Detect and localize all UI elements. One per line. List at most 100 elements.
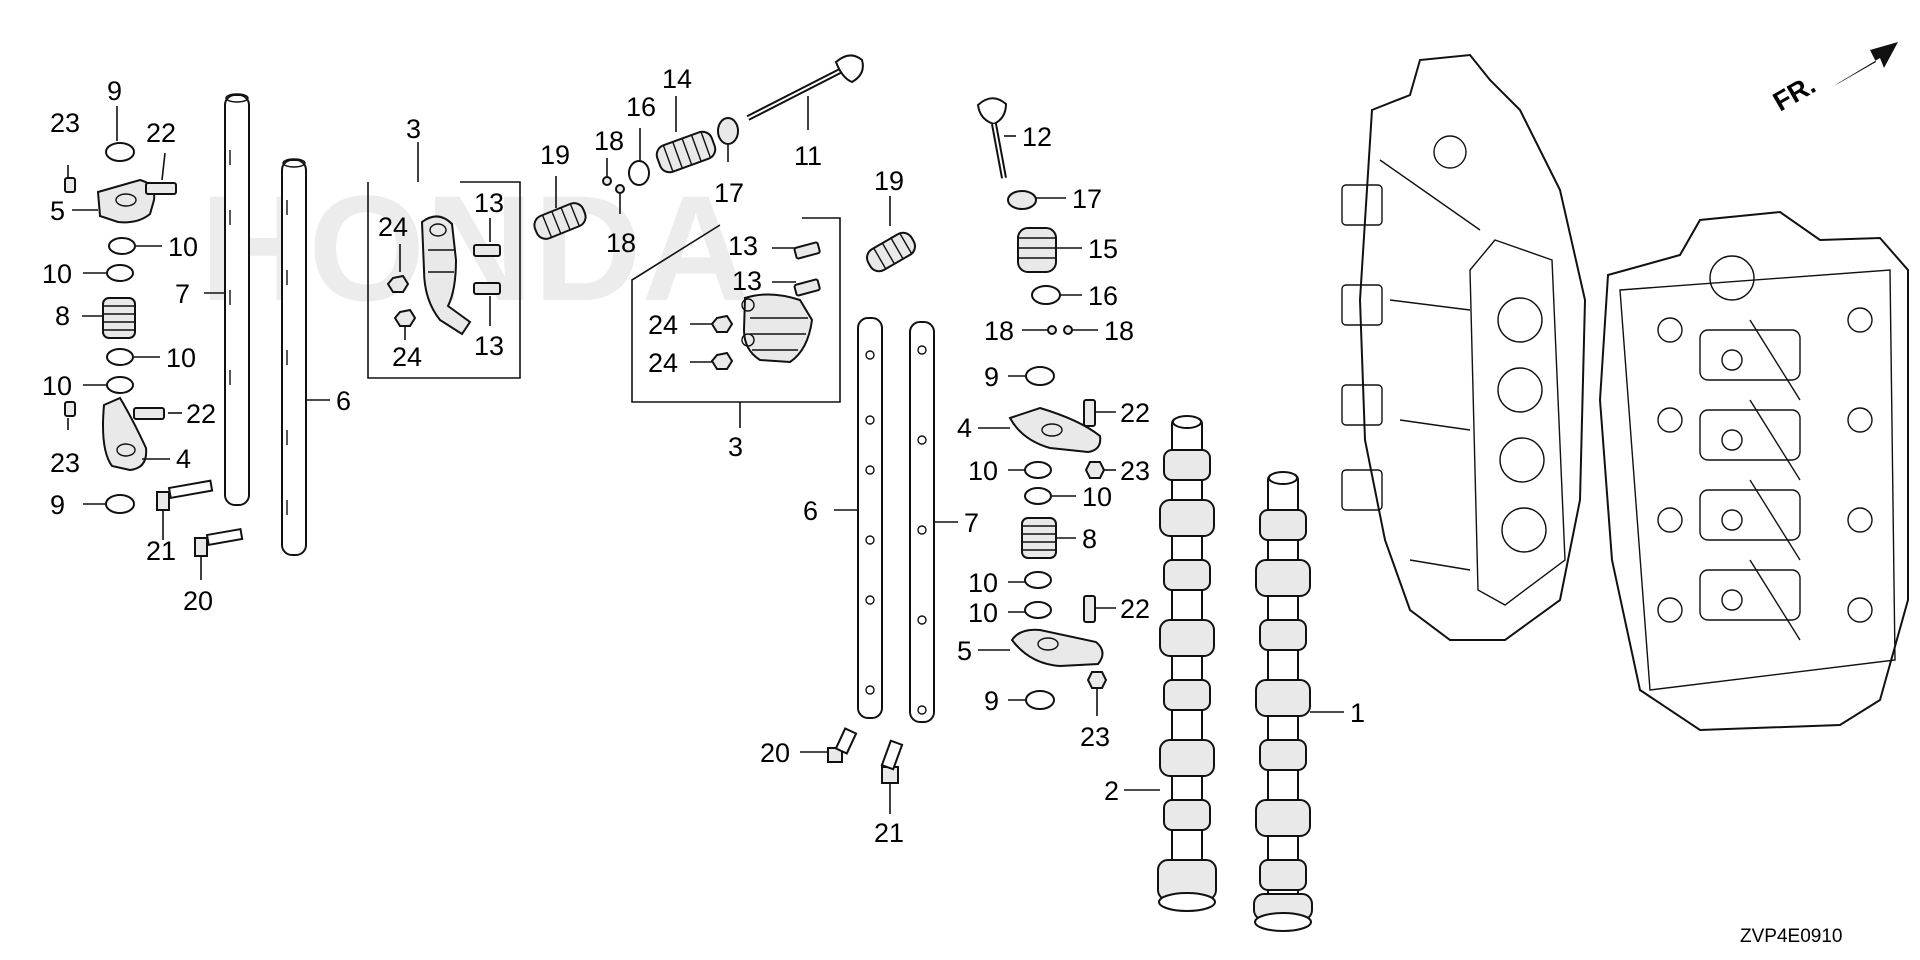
front-direction-arrow-icon [1834,42,1898,86]
callout-1: 1 [1350,698,1365,728]
ring-10-a-right[interactable] [1024,461,1052,479]
ring-10-a[interactable] [108,237,136,255]
rocker-shaft-6-left[interactable] [281,159,307,556]
callout-19-top: 19 [540,140,570,170]
washer-9-top-right[interactable] [1025,366,1055,386]
ring-10-b[interactable] [106,264,134,282]
callout-14: 14 [662,64,692,94]
bolt-21-right[interactable] [880,739,904,784]
stem-seal-19-top[interactable] [531,200,588,242]
callout-11: 11 [794,141,822,171]
camshaft-1[interactable] [1253,471,1313,932]
callout-18-b-right: 18 [1104,316,1134,346]
rocker-arm-3-left-part[interactable] [420,215,472,336]
spring-8-right-body[interactable] [1021,517,1057,559]
ring-10-b-right[interactable] [1024,487,1052,505]
stem-seal-19-right[interactable] [863,229,918,275]
callout-3-top-left: 3 [406,114,421,144]
adjust-screw-22-top-right[interactable] [1083,399,1096,427]
right-rocker-shafts: 6 7 20 21 [760,317,979,848]
ring-10-c-right[interactable] [1024,571,1052,589]
callout-24-a-right: 24 [648,310,678,340]
front-indicator-label: FR. [1768,69,1821,117]
adjust-screw-13-a-left[interactable] [473,244,501,257]
callout-9-bottom-left: 9 [50,490,65,520]
nut-23-bottom-left[interactable] [64,401,76,417]
callout-6-left: 6 [336,386,351,416]
callout-10-b-left: 10 [42,259,72,289]
callout-17-top: 17 [714,178,744,208]
callout-4-left: 4 [176,444,191,474]
callout-22-mid-left: 22 [186,399,216,429]
callout-4-right: 4 [957,413,972,443]
washer-9-bottom-left[interactable] [105,494,135,514]
cylinder-head-left[interactable] [1341,53,1587,641]
nut-24-b-left[interactable] [393,308,417,327]
callout-22-top-left: 22 [146,118,176,148]
callout-10-a-left: 10 [168,232,198,262]
ring-10-d-right[interactable] [1024,601,1052,619]
valve-12[interactable] [976,97,1008,179]
bolt-20-left[interactable] [194,527,244,557]
spring-8-right[interactable] [1021,517,1057,559]
spring-seat-16-right[interactable] [1031,285,1061,305]
adjust-screw-13-b-left[interactable] [473,282,501,295]
spring-8-left[interactable] [102,297,136,339]
rocker-shaft-6-right[interactable] [857,317,883,719]
intake-valve-group: 19 18 18 16 14 17 11 [531,54,864,258]
adjust-screw-13-b-right[interactable] [793,278,821,297]
callout-19-right: 19 [874,166,904,196]
camshafts: 2 1 [1104,415,1365,932]
nut-24-b-right[interactable] [710,351,734,370]
adjust-screw-22-top-left[interactable] [145,182,177,195]
rocker-shaft-7-right[interactable] [909,321,935,723]
adjust-screw-22-bottom-right[interactable] [1083,595,1096,623]
callout-6-right: 6 [803,496,818,526]
nut-23-top-right[interactable] [1084,461,1106,479]
ring-10-d[interactable] [106,376,134,394]
spring-seat-16-top[interactable] [628,160,650,186]
rocker-arm-4-right[interactable] [1008,406,1102,454]
callout-15: 15 [1088,234,1118,264]
rocker-arm-4-left[interactable] [102,396,148,472]
callout-12: 12 [1022,122,1052,152]
callout-9-top-right: 9 [984,362,999,392]
bolt-20-right[interactable] [827,727,858,763]
callout-24-b-right: 24 [648,348,678,378]
camshaft-2[interactable] [1157,415,1217,912]
callout-7-left: 7 [175,279,190,309]
callout-13-b-right: 13 [732,266,762,296]
bolt-21-left[interactable] [156,479,214,511]
nut-23-bottom-right[interactable] [1086,671,1108,689]
nut-24-a-left[interactable] [386,274,410,293]
rocker-shaft-7-left[interactable] [224,94,250,506]
ring-10-c[interactable] [106,348,134,366]
adjust-screw-22-mid-left[interactable] [133,407,165,420]
valve-11[interactable] [746,54,864,121]
retainer-17-right[interactable] [1007,190,1037,210]
callout-20-right: 20 [760,738,790,768]
rocker-arm-5-right[interactable] [1010,628,1104,668]
cotter-18-b-top[interactable] [615,184,625,194]
nut-23-top-left[interactable] [64,177,76,193]
cotter-18-a-right[interactable] [1047,325,1057,335]
callout-21-right: 21 [874,818,904,848]
callout-10-a-right: 10 [968,456,998,486]
callout-10-b-right: 10 [1082,482,1112,512]
callout-17-right: 17 [1072,184,1102,214]
washer-9-top-left[interactable] [105,142,135,162]
valve-spring-14[interactable] [654,129,718,175]
callout-22-top-right: 22 [1120,398,1150,428]
cylinder-head-right[interactable] [1598,210,1909,732]
callout-18-a-right: 18 [984,316,1014,346]
washer-9-bottom-right[interactable] [1025,690,1055,710]
cotter-18-b-right[interactable] [1063,325,1073,335]
valve-spring-15[interactable] [1017,227,1057,273]
rocker-subassembly-3-right: 13 13 24 24 3 [631,217,841,462]
retainer-17-top[interactable] [717,117,739,145]
callout-24-b-left: 24 [392,342,422,372]
rocker-arm-3-right-part[interactable] [741,293,814,364]
cotter-18-a-top[interactable] [602,176,612,186]
callout-23-top-left: 23 [50,108,80,138]
adjust-screw-13-a-right[interactable] [793,241,821,260]
